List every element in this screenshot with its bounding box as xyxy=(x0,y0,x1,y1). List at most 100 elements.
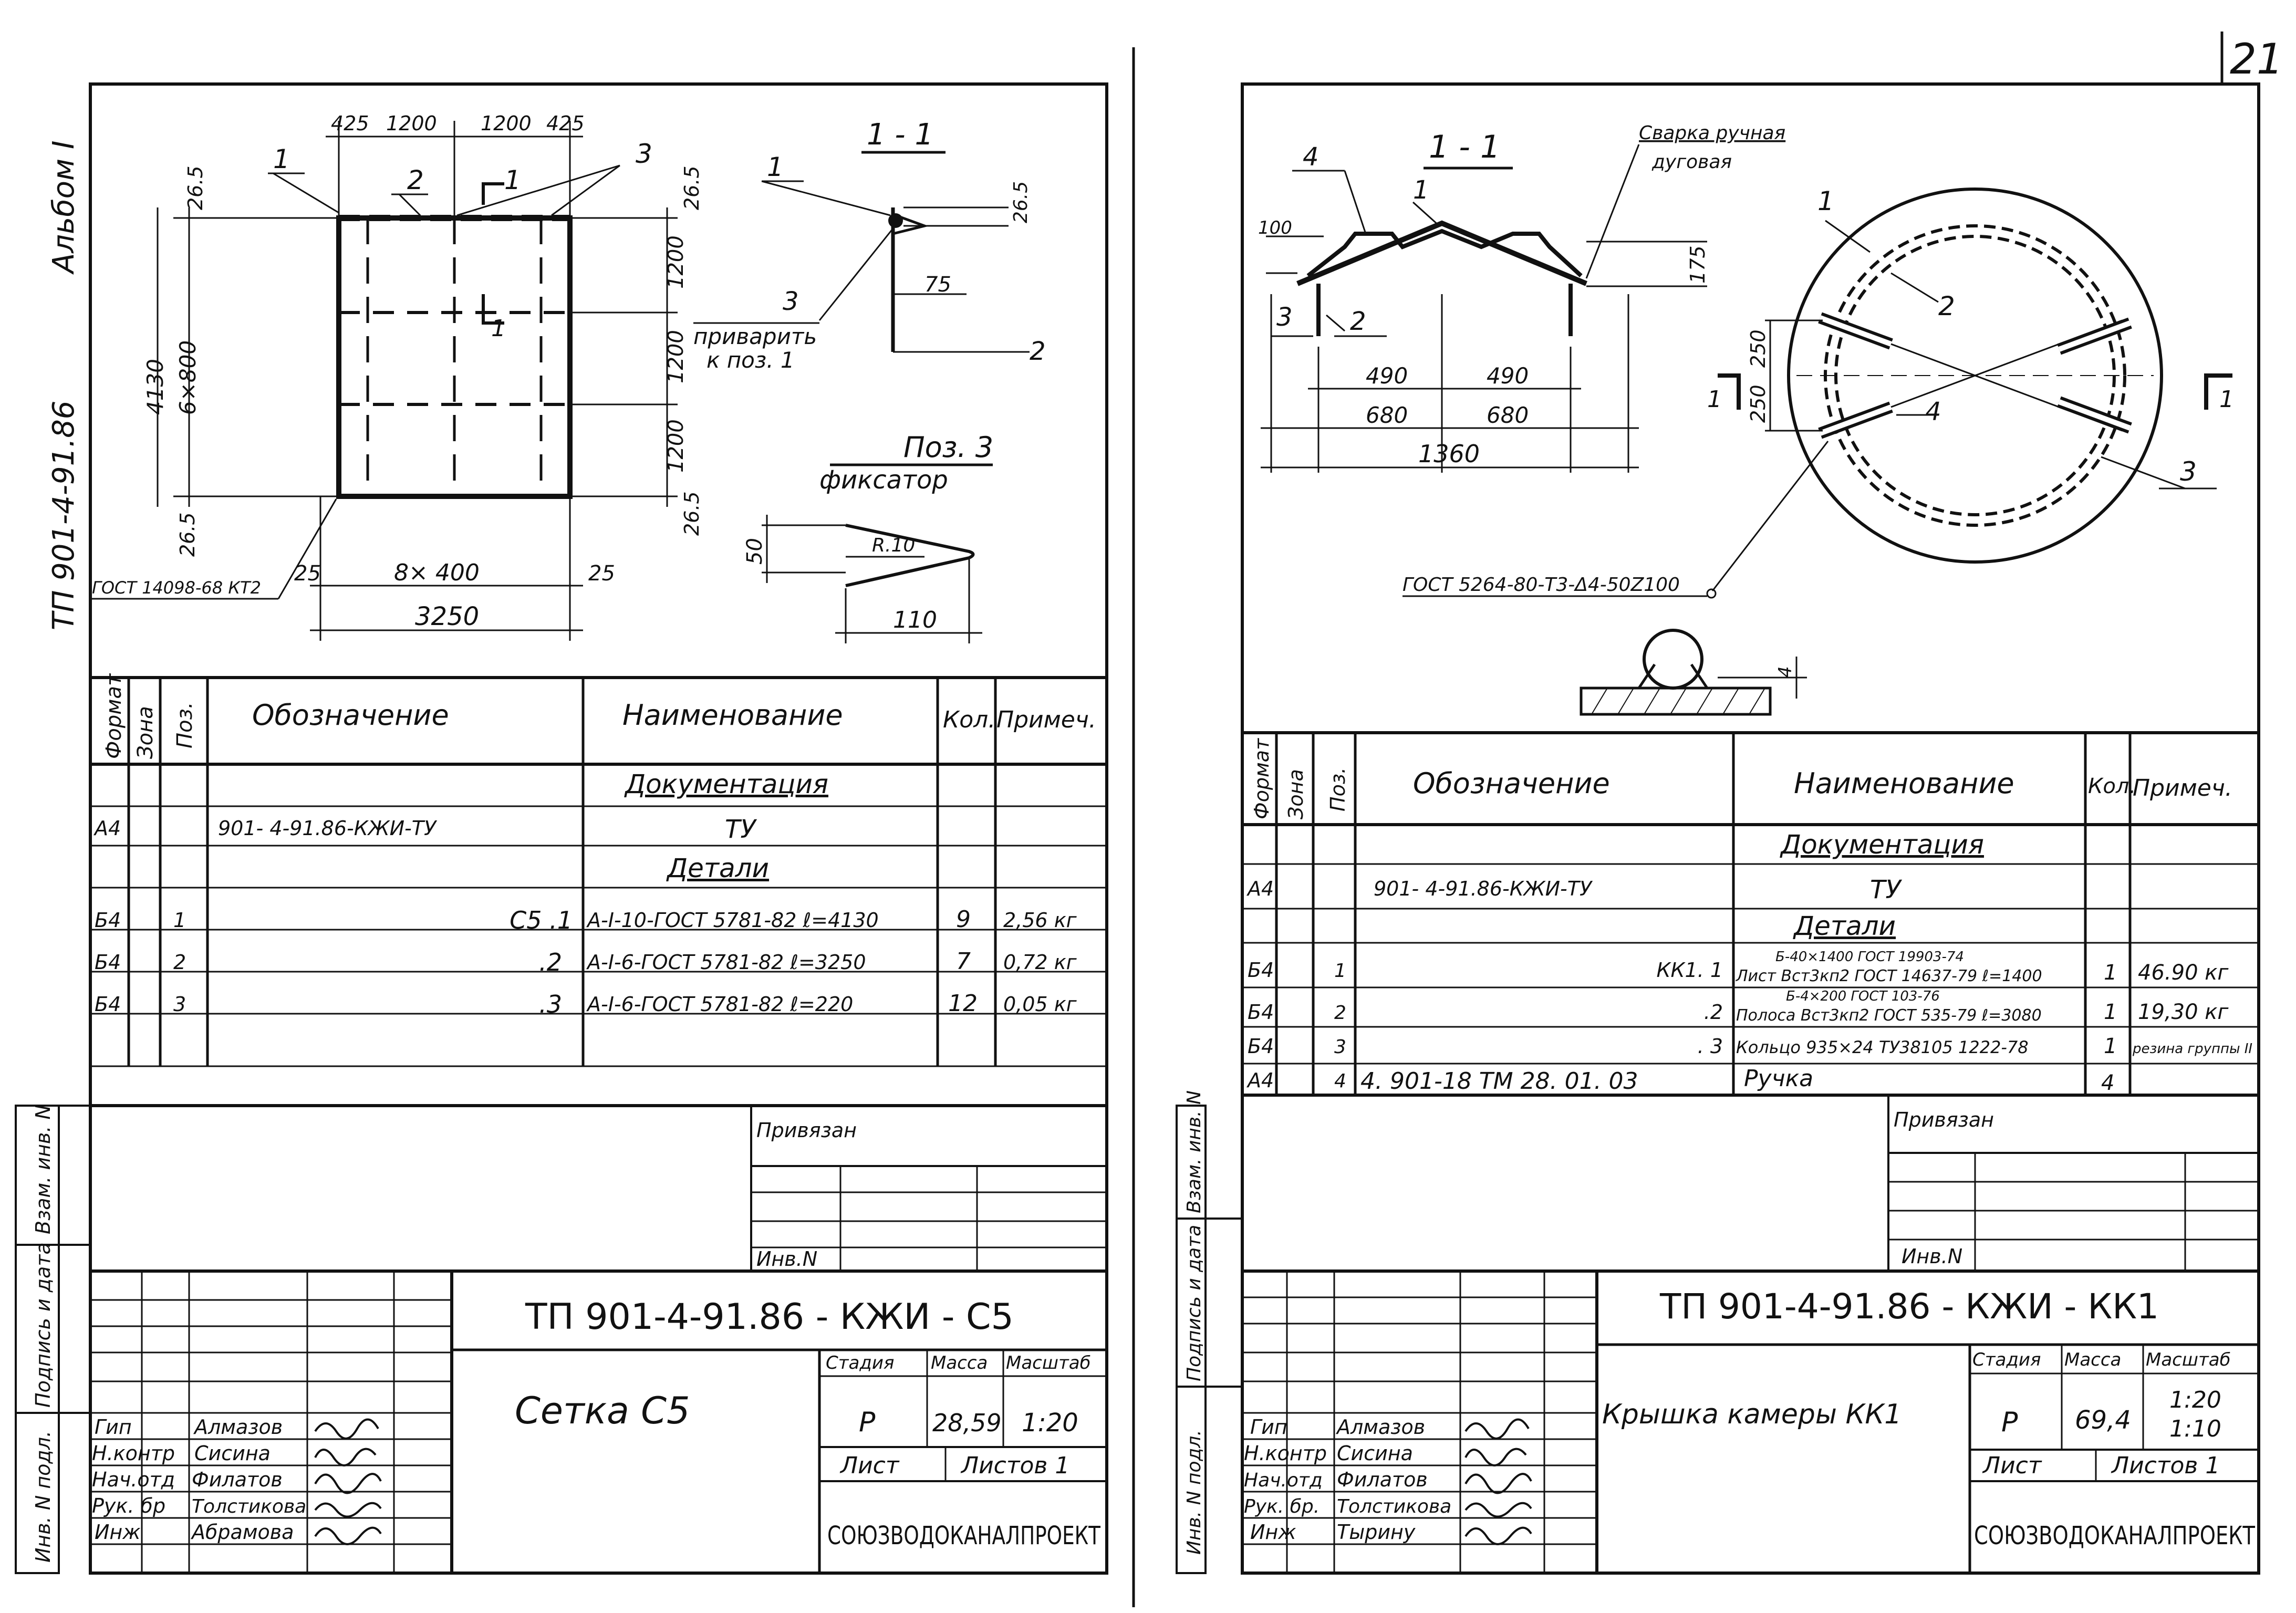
stamp-scale-2: 1:10 xyxy=(2169,1416,2221,1442)
signature xyxy=(314,1526,382,1545)
lid-plate xyxy=(1296,220,1587,286)
header-note: Примеч. xyxy=(2133,775,2232,802)
stamp-scale-header: Масштаб xyxy=(2146,1349,2231,1370)
lid-dim-680a: 680 xyxy=(1366,402,1408,428)
stamp-person: Н.контр Сисина xyxy=(92,1442,377,1466)
weld-rod xyxy=(1643,629,1703,690)
pos3-title: Поз. 3 xyxy=(903,431,993,464)
person-role: Гип xyxy=(95,1416,132,1439)
row-qty: 1 xyxy=(2104,1000,2117,1024)
stamp-org: СОЮЗВОДОКАНАЛПРОЕКТ xyxy=(827,1521,1101,1550)
left-title-block: ТП 901-4-91.86 - КЖИ - С5 Сетка С5 Стади… xyxy=(90,1269,1107,1573)
dim-right-4: 1200 xyxy=(664,419,688,473)
dim-top-2: 1200 xyxy=(386,112,437,135)
row-name: А-I-10-ГОСТ 5781-82 ℓ=4130 xyxy=(586,909,879,932)
person-role: Инж xyxy=(1250,1521,1296,1544)
doc-format: А4 xyxy=(1246,877,1274,900)
stamp-mass-header: Масса xyxy=(2064,1349,2121,1370)
stamp-sheet: Лист xyxy=(1982,1452,2042,1479)
row-designation: С5 .1 xyxy=(510,906,573,934)
lid-circle xyxy=(1787,188,2163,564)
person-name: Сисина xyxy=(1337,1442,1413,1465)
row-name-top: Б-40×1400 ГОСТ 19903-74 xyxy=(1775,949,1964,965)
album-label: Альбом I xyxy=(47,141,81,275)
lid-weld-note-1: Сварка ручная xyxy=(1639,122,1785,144)
pos3-dim-length: 110 xyxy=(893,607,937,633)
row-note: 2,56 кг xyxy=(1003,909,1077,932)
row-pos: 1 xyxy=(1334,960,1346,982)
row-name: Ручка xyxy=(1744,1065,1813,1092)
row-name: А-I-6-ГОСТ 5781-82 ℓ=220 xyxy=(586,993,853,1016)
row-note: 0,72 кг xyxy=(1003,951,1077,974)
row-name: Лист Вст3кп2 ГОСТ 14637-79 ℓ=1400 xyxy=(1736,967,2042,985)
row-designation: . 3 xyxy=(1698,1035,1723,1058)
right-side-strip: Взам. инв. N Подпись и дата Инв. N подл. xyxy=(1176,1090,1242,1574)
row-qty: 1 xyxy=(2104,1034,2117,1058)
handle-bar xyxy=(1818,401,1893,439)
person-role: Н.контр xyxy=(1244,1442,1327,1465)
row-name: Кольцо 935×24 ТУ38105 1222-78 xyxy=(1736,1037,2029,1057)
stamp-scale: 1:20 xyxy=(1022,1408,1078,1438)
pos3-dim-height: 50 xyxy=(743,538,767,565)
right-title-block: ТП 901-4-91.86 - КЖИ - КК1 Крышка камеры… xyxy=(1242,1269,2259,1573)
left-binding-block: Привязан Инв.N xyxy=(750,1106,1107,1271)
header-qty: Кол. xyxy=(943,706,995,733)
plan-pos-1: 1 xyxy=(1817,186,1834,216)
left-side-strip: Взам. инв. N Подпись и дата Инв. N подл. xyxy=(15,1105,90,1574)
stamp-scale-1: 1:20 xyxy=(2169,1387,2221,1413)
stamp-sheet: Лист xyxy=(839,1452,900,1479)
plan-section-mark-left: 1 xyxy=(1707,386,1722,413)
person-role: Гип xyxy=(1250,1416,1287,1439)
dim-right-3: 1200 xyxy=(664,330,688,383)
weld-note-num: 3 xyxy=(783,287,799,316)
lid-dim-490a: 490 xyxy=(1366,363,1408,389)
row-designation: .2 xyxy=(539,948,562,976)
doc-name: ТУ xyxy=(725,815,757,844)
row-qty: 12 xyxy=(948,990,978,1017)
row-designation: КК1. 1 xyxy=(1657,959,1723,982)
row-format: А4 xyxy=(1246,1069,1274,1092)
person-name: Филатов xyxy=(1337,1468,1428,1491)
header-designation: Обозначение xyxy=(252,699,449,732)
signature xyxy=(1464,1418,1530,1440)
section-pos-1: 1 xyxy=(767,152,784,182)
strip-label-1: Взам. инв. N xyxy=(1183,1090,1205,1213)
stamp-person: Инж Тырину xyxy=(1250,1521,1532,1545)
dim-left-top: 26.5 xyxy=(184,165,207,210)
dim-right-1: 26.5 xyxy=(680,165,703,210)
row-qty: 1 xyxy=(2104,961,2117,985)
stamp-person: Нач.отд Филатов xyxy=(92,1468,382,1494)
stamp-person: Н.контр Сисина xyxy=(1244,1442,1527,1466)
spec-row: Б4 2 .2 Б-4×200 ГОСТ 103-76 Полоса Вст3к… xyxy=(1248,988,2229,1025)
lid-pos-3: 3 xyxy=(1276,303,1293,332)
header-designation: Обозначение xyxy=(1413,767,1610,800)
stamp-sheets: Листов 1 xyxy=(960,1452,1069,1479)
stamp-person: Гип Алмазов xyxy=(1250,1416,1530,1440)
signature xyxy=(1464,1526,1532,1545)
row-format: Б4 xyxy=(95,909,121,932)
row-format: Б4 xyxy=(95,993,121,1016)
row-format: Б4 xyxy=(1248,1035,1274,1058)
section-dim-1: 26.5 xyxy=(1010,181,1032,223)
inv-label: Инв.N xyxy=(756,1247,817,1271)
doc-designation: 901- 4-91.86-КЖИ-ТУ xyxy=(218,817,438,840)
person-role: Рук. бр. xyxy=(1244,1496,1320,1517)
stamp-stage: Р xyxy=(2001,1407,2018,1438)
stamp-person: Рук. бр. Толстикова xyxy=(1244,1496,1532,1518)
strip-label-1: Взам. инв. N xyxy=(32,1105,55,1234)
dim-top-1: 425 xyxy=(331,112,369,135)
weld-plate xyxy=(1580,686,1772,716)
mesh-weld-gost: ГОСТ 14098-68 КТ2 xyxy=(92,578,261,598)
plan-pos-4: 4 xyxy=(1925,397,1941,426)
stamp-scale-header: Масштаб xyxy=(1006,1352,1091,1373)
mesh-plan: 425 1200 1200 425 26.5 4130 6×800 26.5 2… xyxy=(92,112,703,641)
dim-bottom-1: 25 xyxy=(294,561,321,586)
row-name: А-I-6-ГОСТ 5781-82 ℓ=3250 xyxy=(586,951,866,974)
section-mark-bottom: 1 xyxy=(491,315,506,342)
page-number: 21 xyxy=(2230,35,2283,84)
signature xyxy=(1464,1502,1532,1518)
row-note: 46.90 кг xyxy=(2138,961,2229,985)
header-name: Наименование xyxy=(1794,767,2014,800)
stamp-stage: Р xyxy=(859,1407,876,1438)
